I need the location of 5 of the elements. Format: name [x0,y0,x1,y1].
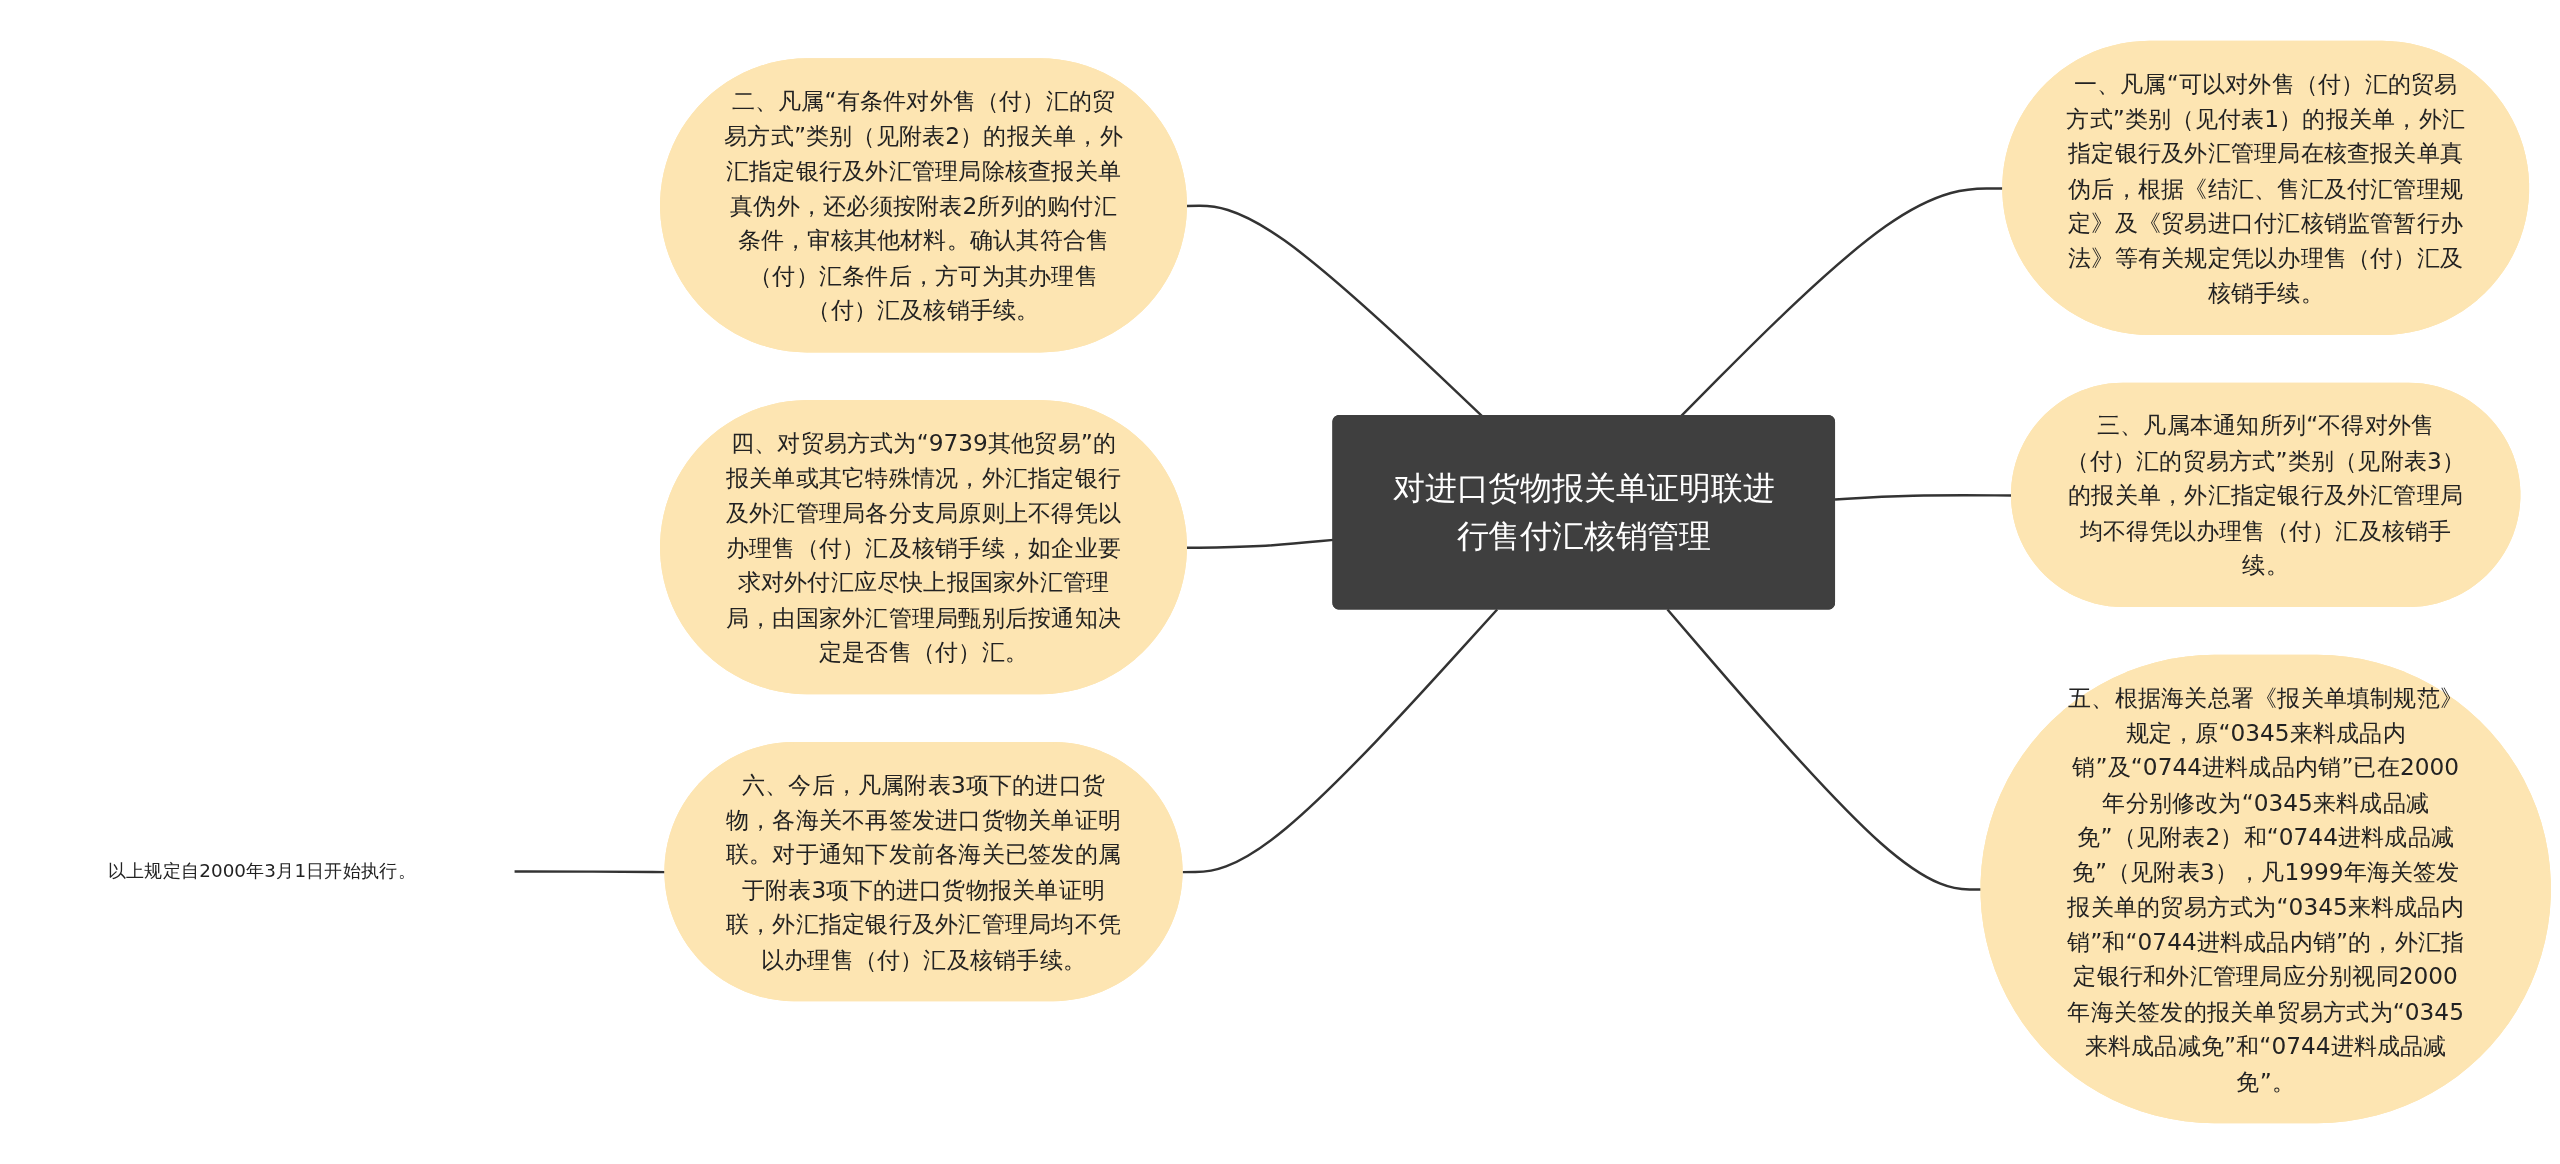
connector [1186,538,1334,549]
node-text: 以上规定自2000年3月1日开始执行。 [107,860,417,883]
connector [1666,608,1982,891]
connector [1182,608,1499,874]
connector [513,870,666,874]
